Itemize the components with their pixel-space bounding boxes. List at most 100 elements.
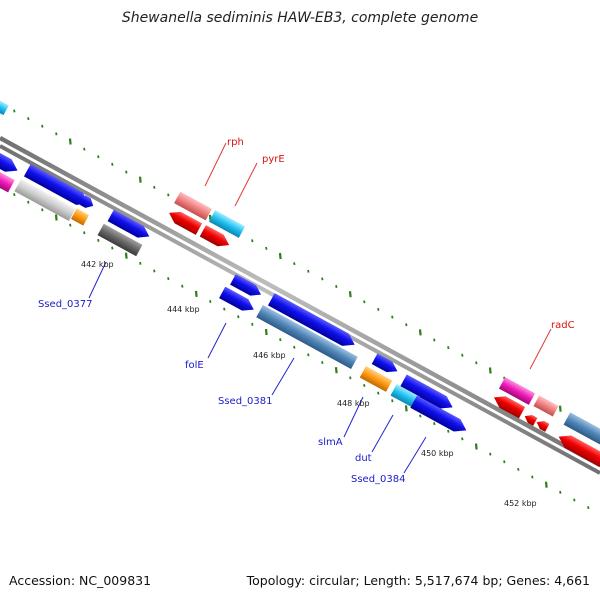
tick-mark: [223, 307, 226, 311]
gene-label-Ssed_0384: Ssed_0384: [351, 474, 406, 485]
gene-blue-pair: [400, 374, 453, 409]
leader-pyrE: [234, 162, 258, 207]
tick-mark: [251, 322, 254, 326]
leader-dut: [371, 414, 394, 453]
gene-pyrE-red: [199, 225, 230, 247]
kbp-label-446: 446 kbp: [253, 351, 286, 360]
map-title: Shewanella sediminis HAW-EB3, complete g…: [121, 10, 479, 26]
leader-folE: [207, 322, 227, 359]
gene-tiny-blue: [80, 195, 94, 208]
tick-mark: [237, 315, 240, 319]
tick-mark: [363, 383, 366, 387]
tick-mark: [83, 147, 86, 151]
tick-mark: [461, 353, 464, 357]
tick-mark: [27, 117, 30, 121]
gene-label-Ssed_0381: Ssed_0381: [218, 396, 273, 407]
tick-mark: [111, 246, 114, 250]
tick-mark: [181, 284, 184, 288]
tick-mark: [111, 162, 114, 166]
gene-folE-upper: [230, 274, 262, 296]
tick-mark: [558, 405, 562, 412]
tick-mark: [475, 361, 478, 365]
kbp-label-442: 442 kbp: [81, 260, 114, 269]
tick-mark: [489, 452, 492, 456]
leader-Ssed_0381: [271, 357, 295, 396]
tick-mark: [321, 361, 324, 365]
tick-mark: [517, 467, 520, 471]
tick-mark: [335, 285, 338, 289]
gene-edge-cyan: [0, 98, 9, 116]
tick-mark: [124, 252, 128, 259]
tick-mark: [433, 422, 436, 426]
gene-Ssed_0377: [97, 223, 143, 257]
inner-tick-row: [0, 185, 590, 510]
gene-radC-arrows-b: [536, 421, 550, 432]
tick-mark: [83, 231, 86, 235]
tick-mark: [265, 246, 268, 250]
tick-mark: [97, 155, 100, 159]
tick-mark: [307, 353, 310, 357]
tick-mark: [559, 490, 562, 494]
gene-dut: [390, 384, 420, 408]
tick-mark: [13, 109, 16, 113]
tick-mark: [68, 138, 72, 145]
tick-mark: [54, 214, 58, 221]
tick-mark: [544, 481, 548, 488]
leader-radC: [529, 328, 552, 370]
tick-mark: [488, 367, 492, 374]
gene-blue-long: [267, 293, 355, 346]
tick-mark: [377, 307, 380, 311]
kbp-label-452: 452 kbp: [504, 499, 537, 508]
tick-mark: [55, 132, 58, 136]
tick-mark: [404, 405, 408, 412]
tick-mark: [41, 208, 44, 212]
tick-mark: [391, 315, 394, 319]
tick-mark: [293, 345, 296, 349]
tick-mark: [41, 124, 44, 128]
tick-mark: [587, 506, 590, 510]
gene-labels: rph pyrE radC Ssed_0377 folE Ssed_0381 s…: [38, 137, 575, 485]
gene-block-gray-left: [14, 179, 76, 221]
gene-slmA: [359, 366, 393, 392]
gene-radC-magenta: [498, 377, 536, 405]
tick-mark: [97, 238, 100, 242]
tick-mark: [251, 239, 254, 243]
tick-mark: [418, 329, 422, 336]
gene-pyrE: [208, 210, 246, 238]
tick-mark: [447, 429, 450, 433]
tick-mark: [138, 176, 142, 183]
gene-Ssed_0381: [256, 305, 358, 369]
leader-slmA: [343, 396, 364, 438]
gene-radC-arrows-a: [524, 415, 538, 426]
tick-mark: [474, 443, 478, 450]
tick-mark: [419, 414, 422, 418]
tick-mark: [405, 323, 408, 327]
tick-mark: [13, 193, 16, 197]
tick-mark: [125, 170, 128, 174]
leader-Ssed_0384: [403, 436, 427, 474]
tick-mark: [461, 437, 464, 441]
gene-rph-red: [169, 211, 203, 235]
tick-mark: [167, 277, 170, 281]
gene-label-Ssed_0377: Ssed_0377: [38, 299, 93, 310]
tick-mark: [531, 475, 534, 479]
tick-mark: [377, 391, 380, 395]
tick-mark: [503, 460, 506, 464]
tick-mark: [27, 200, 30, 204]
tick-mark: [349, 376, 352, 380]
gene-label-folE: folE: [185, 360, 204, 371]
gene-folE: [219, 286, 254, 311]
tick-mark: [167, 193, 170, 197]
tick-mark: [447, 346, 450, 350]
gene-blue-near-442: [107, 209, 150, 238]
tick-mark: [153, 269, 156, 273]
gene-label-pyrE: pyrE: [262, 154, 285, 165]
tick-mark: [264, 328, 268, 336]
leader-Ssed_0377: [88, 261, 107, 299]
gene-rph: [174, 191, 212, 221]
tick-mark: [278, 252, 282, 260]
tick-mark: [279, 338, 282, 342]
tick-mark: [363, 300, 366, 304]
